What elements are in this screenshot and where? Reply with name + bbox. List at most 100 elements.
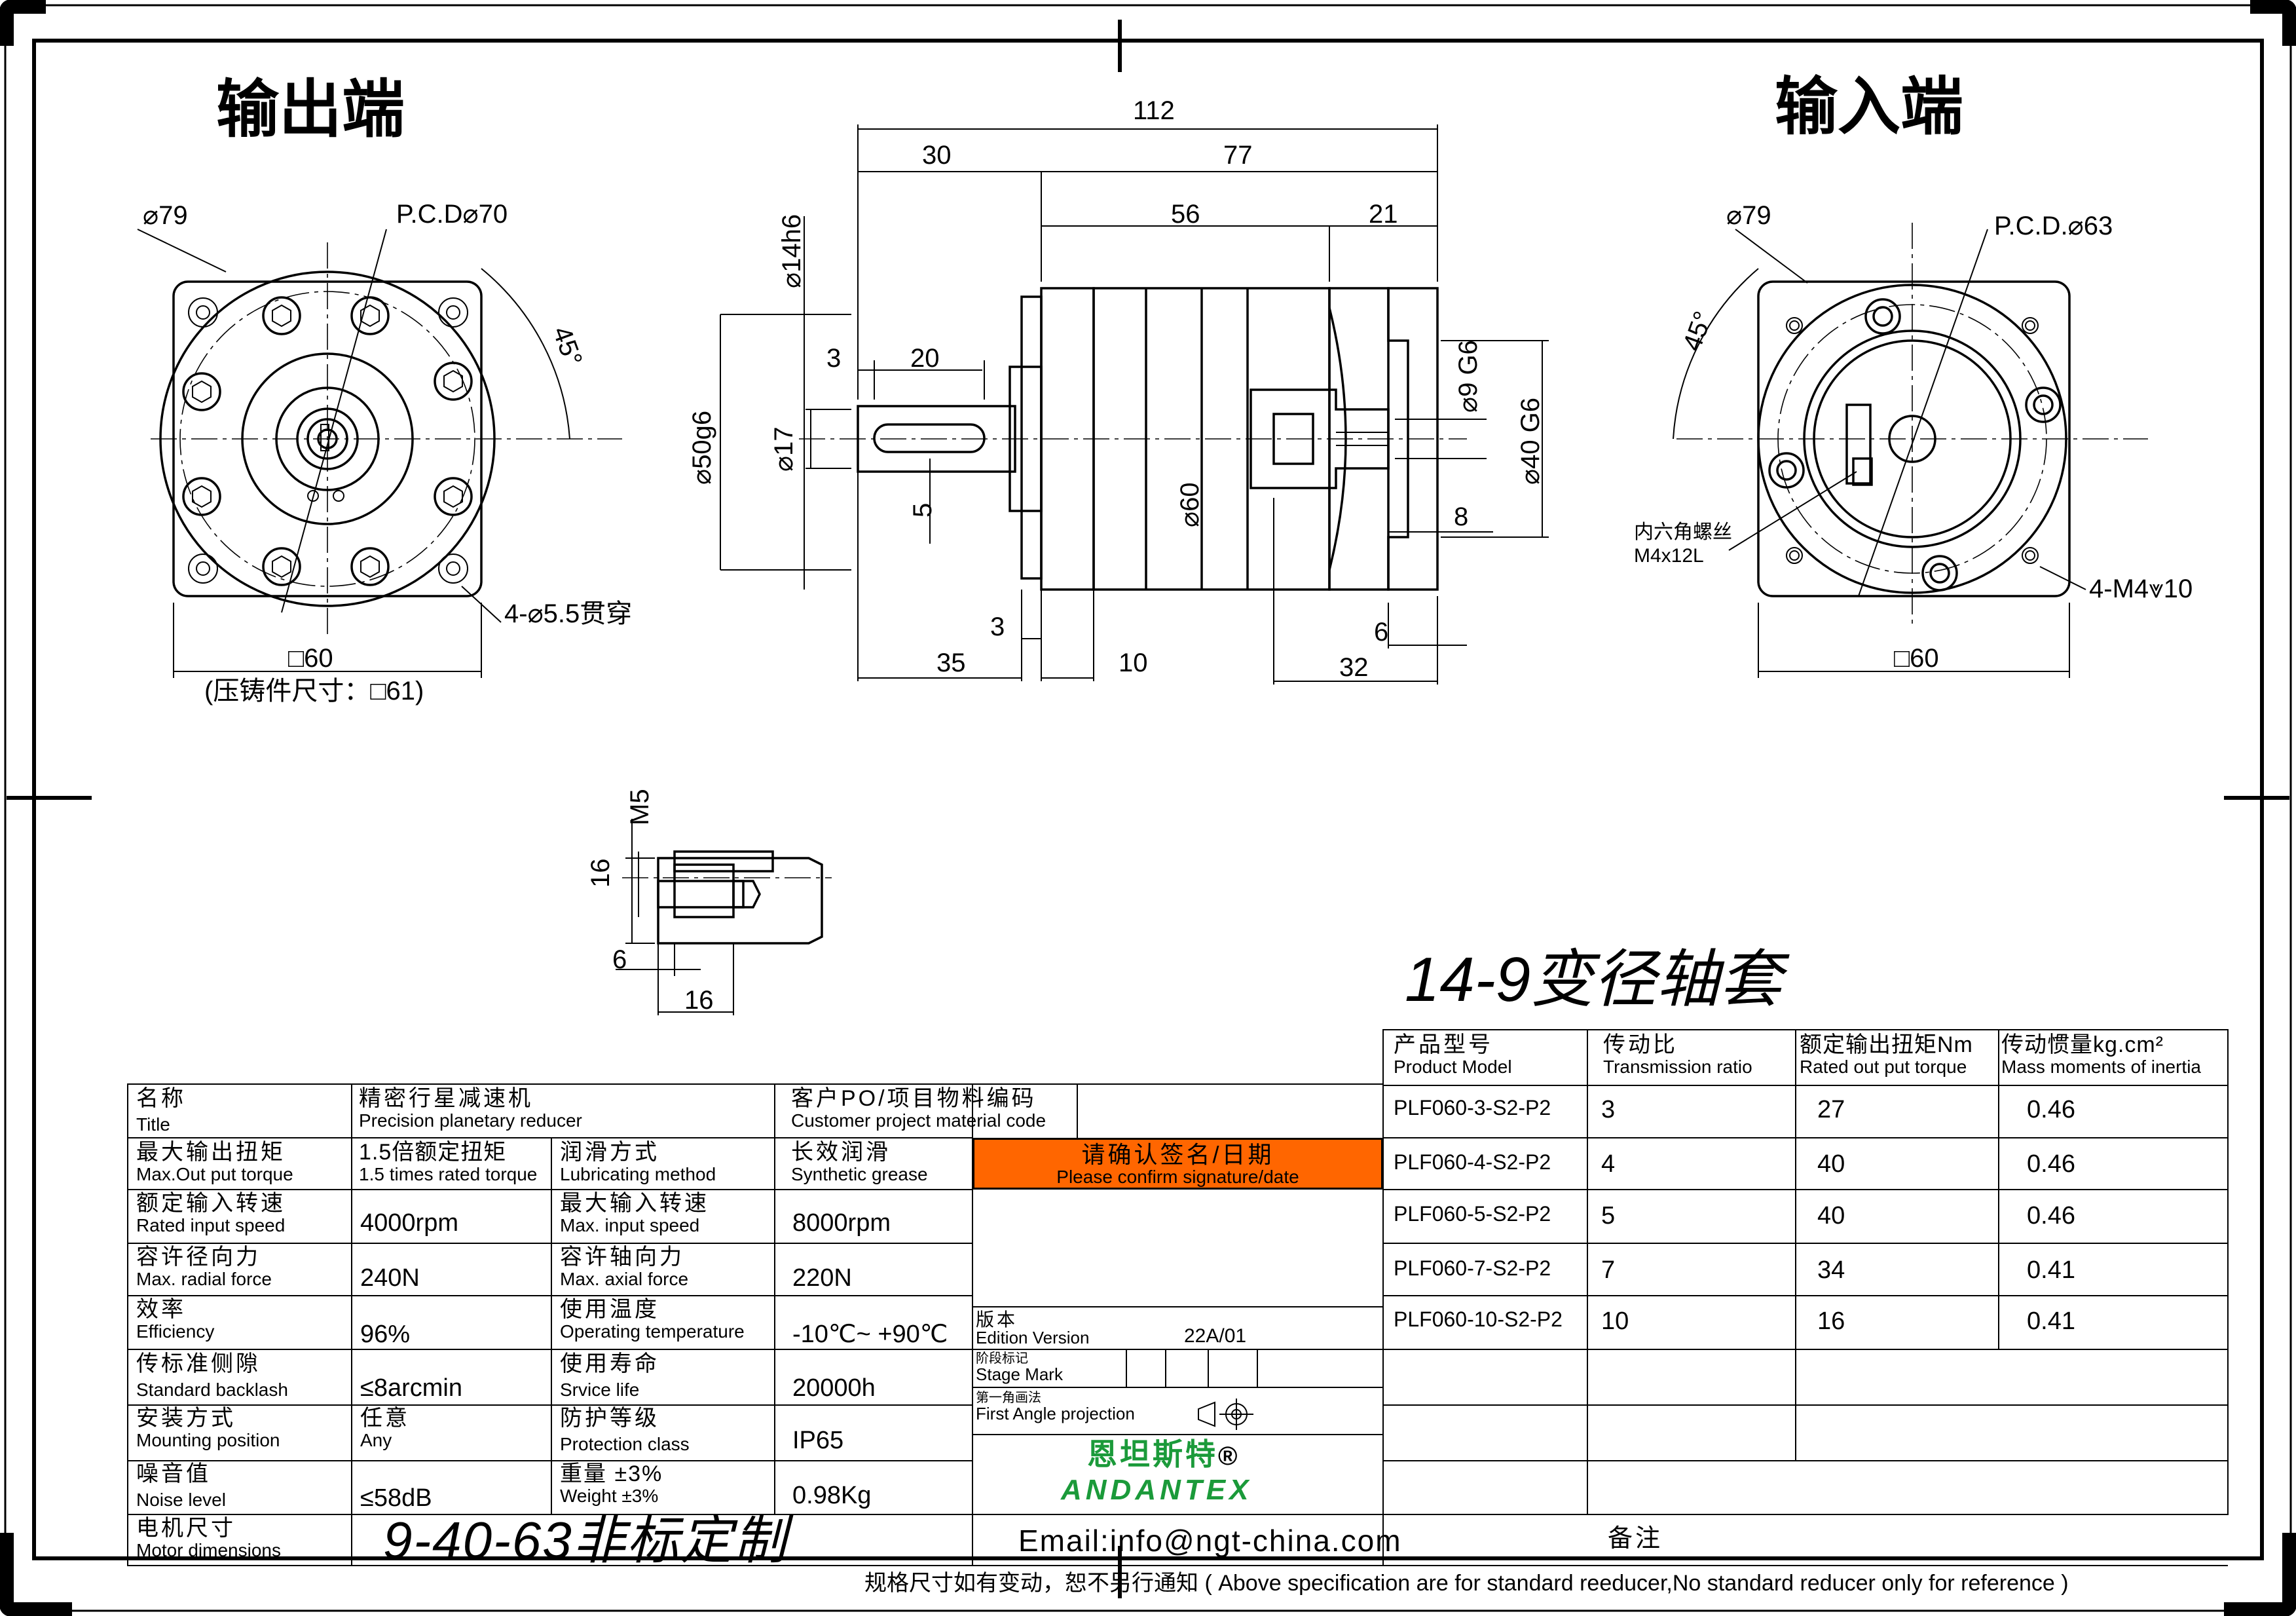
spec-value: -10℃~ +90℃: [792, 1321, 948, 1348]
sleeve-width-label: 16: [684, 986, 714, 1015]
perf-torque: 40: [1817, 1202, 1845, 1230]
dim-3-flange: 3: [990, 612, 1005, 641]
spec-value: 220N: [792, 1264, 852, 1292]
sleeve-title: 14-9变径轴套: [1405, 945, 1790, 1015]
perf-inertia: 0.46: [2027, 1150, 2075, 1178]
dim-32: 32: [1339, 653, 1369, 682]
input-end-view: ⌀79 P.C.D.⌀63 45° 内六角螺丝 M4x12L 4-M4⩔10 □…: [1634, 201, 2193, 678]
output-end-view: ⌀79 P.C.D⌀70 45° 4-⌀5.5贯穿 □60 (压铸件尺寸：□61…: [137, 200, 632, 705]
perf-ratio: 4: [1601, 1150, 1616, 1178]
dim-8: 8: [1454, 502, 1468, 531]
output-end-title: 输出端: [216, 75, 405, 145]
spec-value: 240N: [360, 1264, 420, 1292]
dim-40: ⌀40 G6: [1516, 398, 1545, 485]
first-angle-projection-icon: [1198, 1399, 1253, 1430]
contact-email[interactable]: Email:info@ngt-china.com: [1018, 1524, 1402, 1558]
input-angle-label: 45°: [1678, 308, 1718, 355]
side-view: 112 30 77 56 21 3 20 5 ⌀14h6 ⌀50g6 ⌀17 ⌀…: [688, 96, 1549, 685]
confirm-signature-box[interactable]: 请确认签名/日期 Please confirm signature/date: [972, 1138, 1383, 1190]
perf-torque: 16: [1817, 1307, 1845, 1335]
dim-30: 30: [922, 141, 952, 170]
input-threads-label: 4-M4⩔10: [2089, 574, 2193, 603]
perf-inertia: 0.46: [2027, 1202, 2075, 1230]
dim-6: 6: [1374, 618, 1388, 647]
output-dia-label: ⌀79: [143, 201, 188, 230]
output-cast-label: (压铸件尺寸：□61): [204, 677, 424, 705]
perf-torque: 27: [1817, 1096, 1845, 1123]
output-angle-label: 45°: [547, 323, 587, 370]
dim-17: ⌀17: [769, 426, 798, 472]
output-pcd-label: P.C.D⌀70: [396, 200, 508, 229]
remark-label: 备注: [1608, 1525, 1663, 1552]
input-pcd-label: P.C.D.⌀63: [1994, 212, 2113, 240]
dim-5: 5: [908, 503, 937, 517]
perf-model: PLF060-4-S2-P2: [1394, 1150, 1551, 1174]
edition-version-value: 22A/01: [1184, 1325, 1247, 1347]
input-end-title: 输入端: [1775, 72, 1963, 142]
spec-value: ≤58dB: [360, 1484, 432, 1512]
dim-shaft-dia: ⌀14h6: [777, 214, 806, 288]
perf-model: PLF060-3-S2-P2: [1394, 1096, 1551, 1119]
dim-112: 112: [1133, 96, 1175, 125]
brand-logo: 恩坦斯特®: [1087, 1437, 1240, 1471]
footer-note: 规格尺寸如有变动，恕不另行通知 ( Above specification ar…: [864, 1571, 2069, 1596]
brand-wordmark: ANDANTEX: [1061, 1474, 1253, 1506]
screw-size-label: M4x12L: [1634, 545, 1704, 567]
perf-torque: 40: [1817, 1150, 1845, 1178]
motor-dimensions-value: 9-40-63非标定制: [383, 1511, 788, 1569]
spec-value: ≤8arcmin: [360, 1374, 463, 1402]
sleeve-thread-label: M5: [625, 789, 654, 825]
perf-model: PLF060-7-S2-P2: [1394, 1256, 1551, 1280]
dim-9: ⌀9 G6: [1454, 340, 1483, 413]
input-dia-label: ⌀79: [1726, 201, 1771, 230]
sleeve-depth-label: 6: [612, 945, 627, 974]
perf-torque: 34: [1817, 1256, 1845, 1284]
input-square-label: □60: [1894, 644, 1939, 673]
perf-ratio: 5: [1601, 1202, 1616, 1230]
spec-label: 重量 ±3%Weight ±3%: [560, 1461, 663, 1506]
perf-inertia: 0.41: [2027, 1307, 2075, 1335]
spec-value: 0.98Kg: [792, 1482, 872, 1509]
spec-value: 8000rpm: [792, 1209, 891, 1237]
dim-21: 21: [1369, 200, 1398, 229]
output-holes-label: 4-⌀5.5贯穿: [504, 599, 632, 628]
perf-inertia: 0.41: [2027, 1256, 2075, 1284]
dim-3-key: 3: [826, 344, 841, 373]
perf-model: PLF060-5-S2-P2: [1394, 1202, 1551, 1226]
spec-value: 4000rpm: [360, 1209, 458, 1237]
dim-10: 10: [1119, 648, 1148, 677]
sleeve-length-label: 16: [586, 859, 615, 888]
perf-inertia: 0.46: [2027, 1096, 2075, 1123]
dim-35: 35: [936, 648, 966, 677]
dim-60: ⌀60: [1176, 482, 1204, 527]
screw-label: 内六角螺丝: [1634, 521, 1732, 543]
sleeve-detail: M5 16 6 16 14-9变径轴套: [586, 789, 1790, 1015]
dim-50: ⌀50g6: [688, 411, 716, 485]
perf-ratio: 10: [1601, 1307, 1629, 1335]
